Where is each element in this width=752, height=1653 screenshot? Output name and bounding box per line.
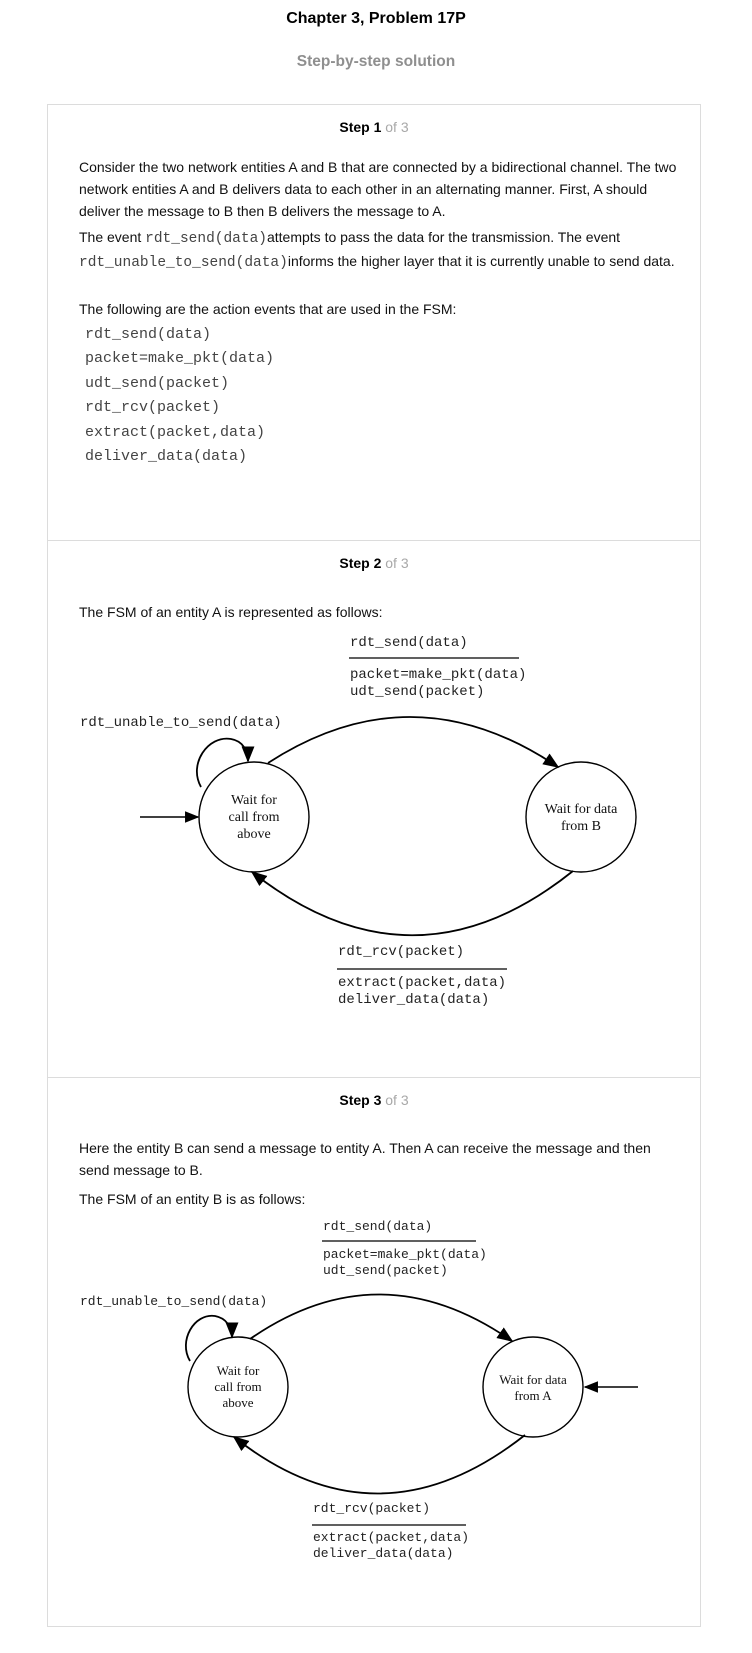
step-3-paragraph-1: Here the entity B can send a message to …	[79, 1140, 651, 1178]
transition-arrow-a-to-b	[232, 1434, 526, 1495]
step-1-paragraph-2: The event rdt_send(data)attempts to pass…	[79, 226, 679, 274]
self-loop-arrow	[184, 1315, 239, 1362]
state-label: Wait for data	[545, 802, 619, 817]
step-total: of 3	[385, 555, 409, 571]
fsm-bottom-action-label: extract(packet,data)	[313, 1530, 469, 1545]
state-wait-for-data-from-a	[482, 1336, 584, 1438]
step-2-paragraph-1: The FSM of an entity A is represented as…	[79, 604, 383, 620]
action-line: rdt_rcv(packet)	[85, 399, 221, 416]
fsm-top-action-label: packet=make_pkt(data)	[323, 1247, 487, 1262]
action-line: rdt_send(data)	[85, 326, 212, 343]
fsm-self-loop-label: rdt_unable_to_send(data)	[80, 715, 282, 731]
state-label: Wait for	[231, 793, 277, 808]
fsm-bottom-action-label: deliver_data(data)	[338, 992, 489, 1008]
fsm-bottom-action-label: deliver_data(data)	[313, 1546, 453, 1561]
transition-arrow-b-to-a	[249, 1293, 514, 1342]
action-line: packet=make_pkt(data)	[85, 350, 275, 367]
state-label: above	[237, 827, 270, 842]
fsm-top-action-label: packet=make_pkt(data)	[350, 667, 526, 683]
state-label: above	[222, 1395, 253, 1410]
action-line: deliver_data(data)	[85, 448, 248, 465]
text: attempts to pass the data for the transm…	[266, 229, 621, 245]
fsm-bottom-event-label: rdt_rcv(packet)	[313, 1501, 430, 1516]
step-1-header: Step 1 of 3	[48, 119, 700, 135]
text: informs the higher layer that it is curr…	[287, 253, 675, 269]
fsm-entity-b-diagram: rdt_send(data) packet=make_pkt(data) udt…	[80, 1219, 638, 1561]
state-label: from A	[514, 1388, 552, 1403]
state-label: from B	[561, 819, 601, 834]
action-line: udt_send(packet)	[85, 375, 230, 392]
code-rdt-send: rdt_send(data)	[145, 231, 267, 247]
state-wait-for-data-from-b	[525, 761, 637, 873]
step-3-card: Step 3 of 3 Here the entity B can send a…	[47, 1077, 701, 1627]
text: The event	[79, 229, 146, 245]
state-label: Wait for data	[499, 1372, 567, 1387]
step-3-paragraph-2: The FSM of an entity B is as follows:	[79, 1191, 306, 1207]
step-3-header: Step 3 of 3	[48, 1092, 700, 1108]
code-rdt-unable-to-send: rdt_unable_to_send(data)	[79, 255, 288, 271]
fsm-bottom-event-label: rdt_rcv(packet)	[338, 944, 464, 960]
transition-arrow-a-to-b	[267, 716, 560, 768]
action-line: extract(packet,data)	[85, 424, 266, 441]
state-label: call from	[214, 1379, 261, 1394]
step-number: Step 2	[339, 555, 382, 571]
step-number: Step 1	[339, 119, 382, 135]
fsm-top-event-label: rdt_send(data)	[323, 1219, 432, 1234]
solution-subtitle: Step-by-step solution	[296, 53, 456, 70]
fsm-entity-a-diagram: rdt_send(data) packet=make_pkt(data) udt…	[80, 635, 637, 1008]
state-label: call from	[229, 810, 280, 825]
step-1-paragraph-1: Consider the two network entities A and …	[79, 159, 677, 219]
transition-arrow-b-to-a	[250, 870, 574, 937]
step-1-card: Step 1 of 3 Consider the two network ent…	[47, 104, 701, 540]
step-number: Step 3	[339, 1092, 382, 1108]
fsm-bottom-action-label: extract(packet,data)	[338, 975, 506, 991]
step-total: of 3	[385, 119, 409, 135]
fsm-top-action-label: udt_send(packet)	[350, 684, 484, 700]
step-2-header: Step 2 of 3	[48, 555, 700, 571]
step-2-card: Step 2 of 3 The FSM of an entity A is re…	[47, 540, 701, 1077]
state-label: Wait for	[217, 1363, 260, 1378]
problem-title: Chapter 3, Problem 17P	[286, 10, 466, 27]
step-1-paragraph-3: The following are the action events that…	[79, 301, 457, 317]
self-loop-arrow	[196, 737, 255, 788]
step-total: of 3	[385, 1092, 409, 1108]
fsm-self-loop-label: rdt_unable_to_send(data)	[80, 1294, 267, 1309]
fsm-top-action-label: udt_send(packet)	[323, 1263, 448, 1278]
fsm-top-event-label: rdt_send(data)	[350, 635, 468, 651]
